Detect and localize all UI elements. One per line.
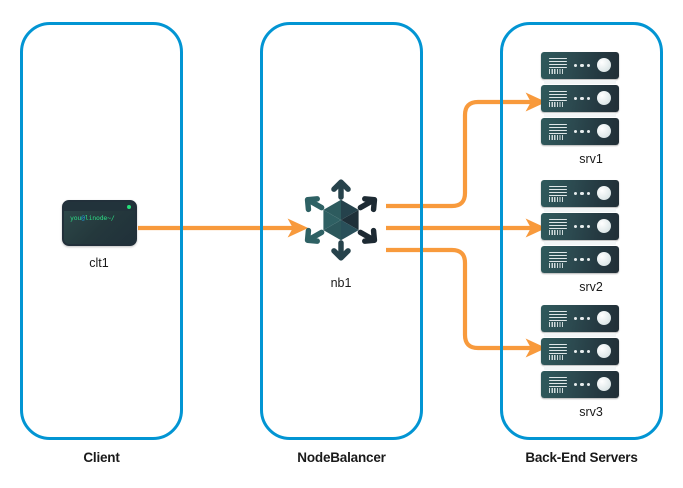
rack-divider	[544, 333, 616, 337]
rack-dots-icon	[574, 349, 592, 354]
terminal-prompt-host: linode~/	[84, 214, 115, 222]
node-srv3[interactable]	[541, 305, 619, 400]
connector-nb1-to-srv1	[386, 92, 547, 209]
zone-nodebalancer	[260, 22, 423, 440]
rack-divider	[544, 113, 616, 117]
server-rack-icon	[541, 118, 619, 145]
rack-knob-icon	[597, 186, 611, 200]
rack-dots-icon	[574, 316, 592, 321]
node-label-clt1: clt1	[89, 256, 109, 270]
rack-lines-icon	[549, 344, 567, 355]
terminal-prompt-at: @	[81, 214, 85, 222]
rack-dots-icon	[574, 63, 592, 68]
rack-vents-icon	[549, 230, 563, 235]
node-srv1[interactable]	[541, 52, 619, 147]
rack-lines-icon	[549, 311, 567, 322]
rack-divider	[544, 208, 616, 212]
terminal-status-dot-icon	[127, 204, 131, 209]
rack-divider	[544, 366, 616, 370]
rack-knob-icon	[597, 91, 611, 105]
server-rack-icon	[541, 180, 619, 207]
rack-knob-icon	[597, 252, 611, 266]
rack-lines-icon	[549, 124, 567, 135]
zone-servers	[500, 22, 663, 440]
rack-vents-icon	[549, 135, 563, 140]
rack-lines-icon	[549, 186, 567, 197]
rack-lines-icon	[549, 377, 567, 388]
rack-vents-icon	[549, 388, 563, 393]
rack-lines-icon	[549, 91, 567, 102]
server-rack-icon	[541, 246, 619, 273]
rack-dots-icon	[574, 224, 592, 229]
connector-nb1-to-srv3	[386, 247, 547, 358]
terminal-prompt-user: you	[70, 214, 82, 222]
server-rack-icon	[541, 85, 619, 112]
rack-knob-icon	[597, 377, 611, 391]
server-rack-icon	[541, 213, 619, 240]
zone-label-nodebalancer: NodeBalancer	[297, 450, 386, 465]
rack-dots-icon	[574, 257, 592, 262]
nodebalancer-hex-icon	[304, 179, 378, 261]
rack-knob-icon	[597, 124, 611, 138]
server-rack-icon	[541, 338, 619, 365]
rack-knob-icon	[597, 344, 611, 358]
rack-vents-icon	[549, 355, 563, 360]
rack-vents-icon	[549, 322, 563, 327]
node-nb1[interactable]	[297, 176, 385, 264]
server-rack-icon	[541, 305, 619, 332]
terminal-icon: you@linode~/	[62, 200, 137, 246]
zone-label-servers: Back-End Servers	[525, 450, 638, 465]
node-label-srv1: srv1	[579, 152, 603, 166]
rack-dots-icon	[574, 191, 592, 196]
rack-vents-icon	[549, 197, 563, 202]
rack-divider	[544, 241, 616, 245]
server-rack-icon	[541, 371, 619, 398]
rack-knob-icon	[597, 311, 611, 325]
rack-lines-icon	[549, 252, 567, 263]
zone-label-client: Client	[83, 450, 120, 465]
rack-divider	[544, 80, 616, 84]
node-clt1[interactable]: you@linode~/	[62, 200, 137, 246]
rack-dots-icon	[574, 129, 592, 134]
node-srv2[interactable]	[541, 180, 619, 275]
rack-vents-icon	[549, 69, 563, 74]
rack-dots-icon	[574, 382, 592, 387]
server-rack-icon	[541, 52, 619, 79]
terminal-prompt-text: you@linode~/	[70, 214, 115, 222]
node-label-nb1: nb1	[330, 276, 352, 290]
rack-lines-icon	[549, 219, 567, 230]
rack-vents-icon	[549, 102, 563, 107]
terminal-titlebar	[64, 202, 135, 211]
rack-vents-icon	[549, 263, 563, 268]
rack-knob-icon	[597, 219, 611, 233]
zone-client	[20, 22, 183, 440]
node-label-srv3: srv3	[579, 405, 603, 419]
rack-knob-icon	[597, 58, 611, 72]
rack-lines-icon	[549, 58, 567, 69]
rack-dots-icon	[574, 96, 592, 101]
node-label-srv2: srv2	[579, 280, 603, 294]
